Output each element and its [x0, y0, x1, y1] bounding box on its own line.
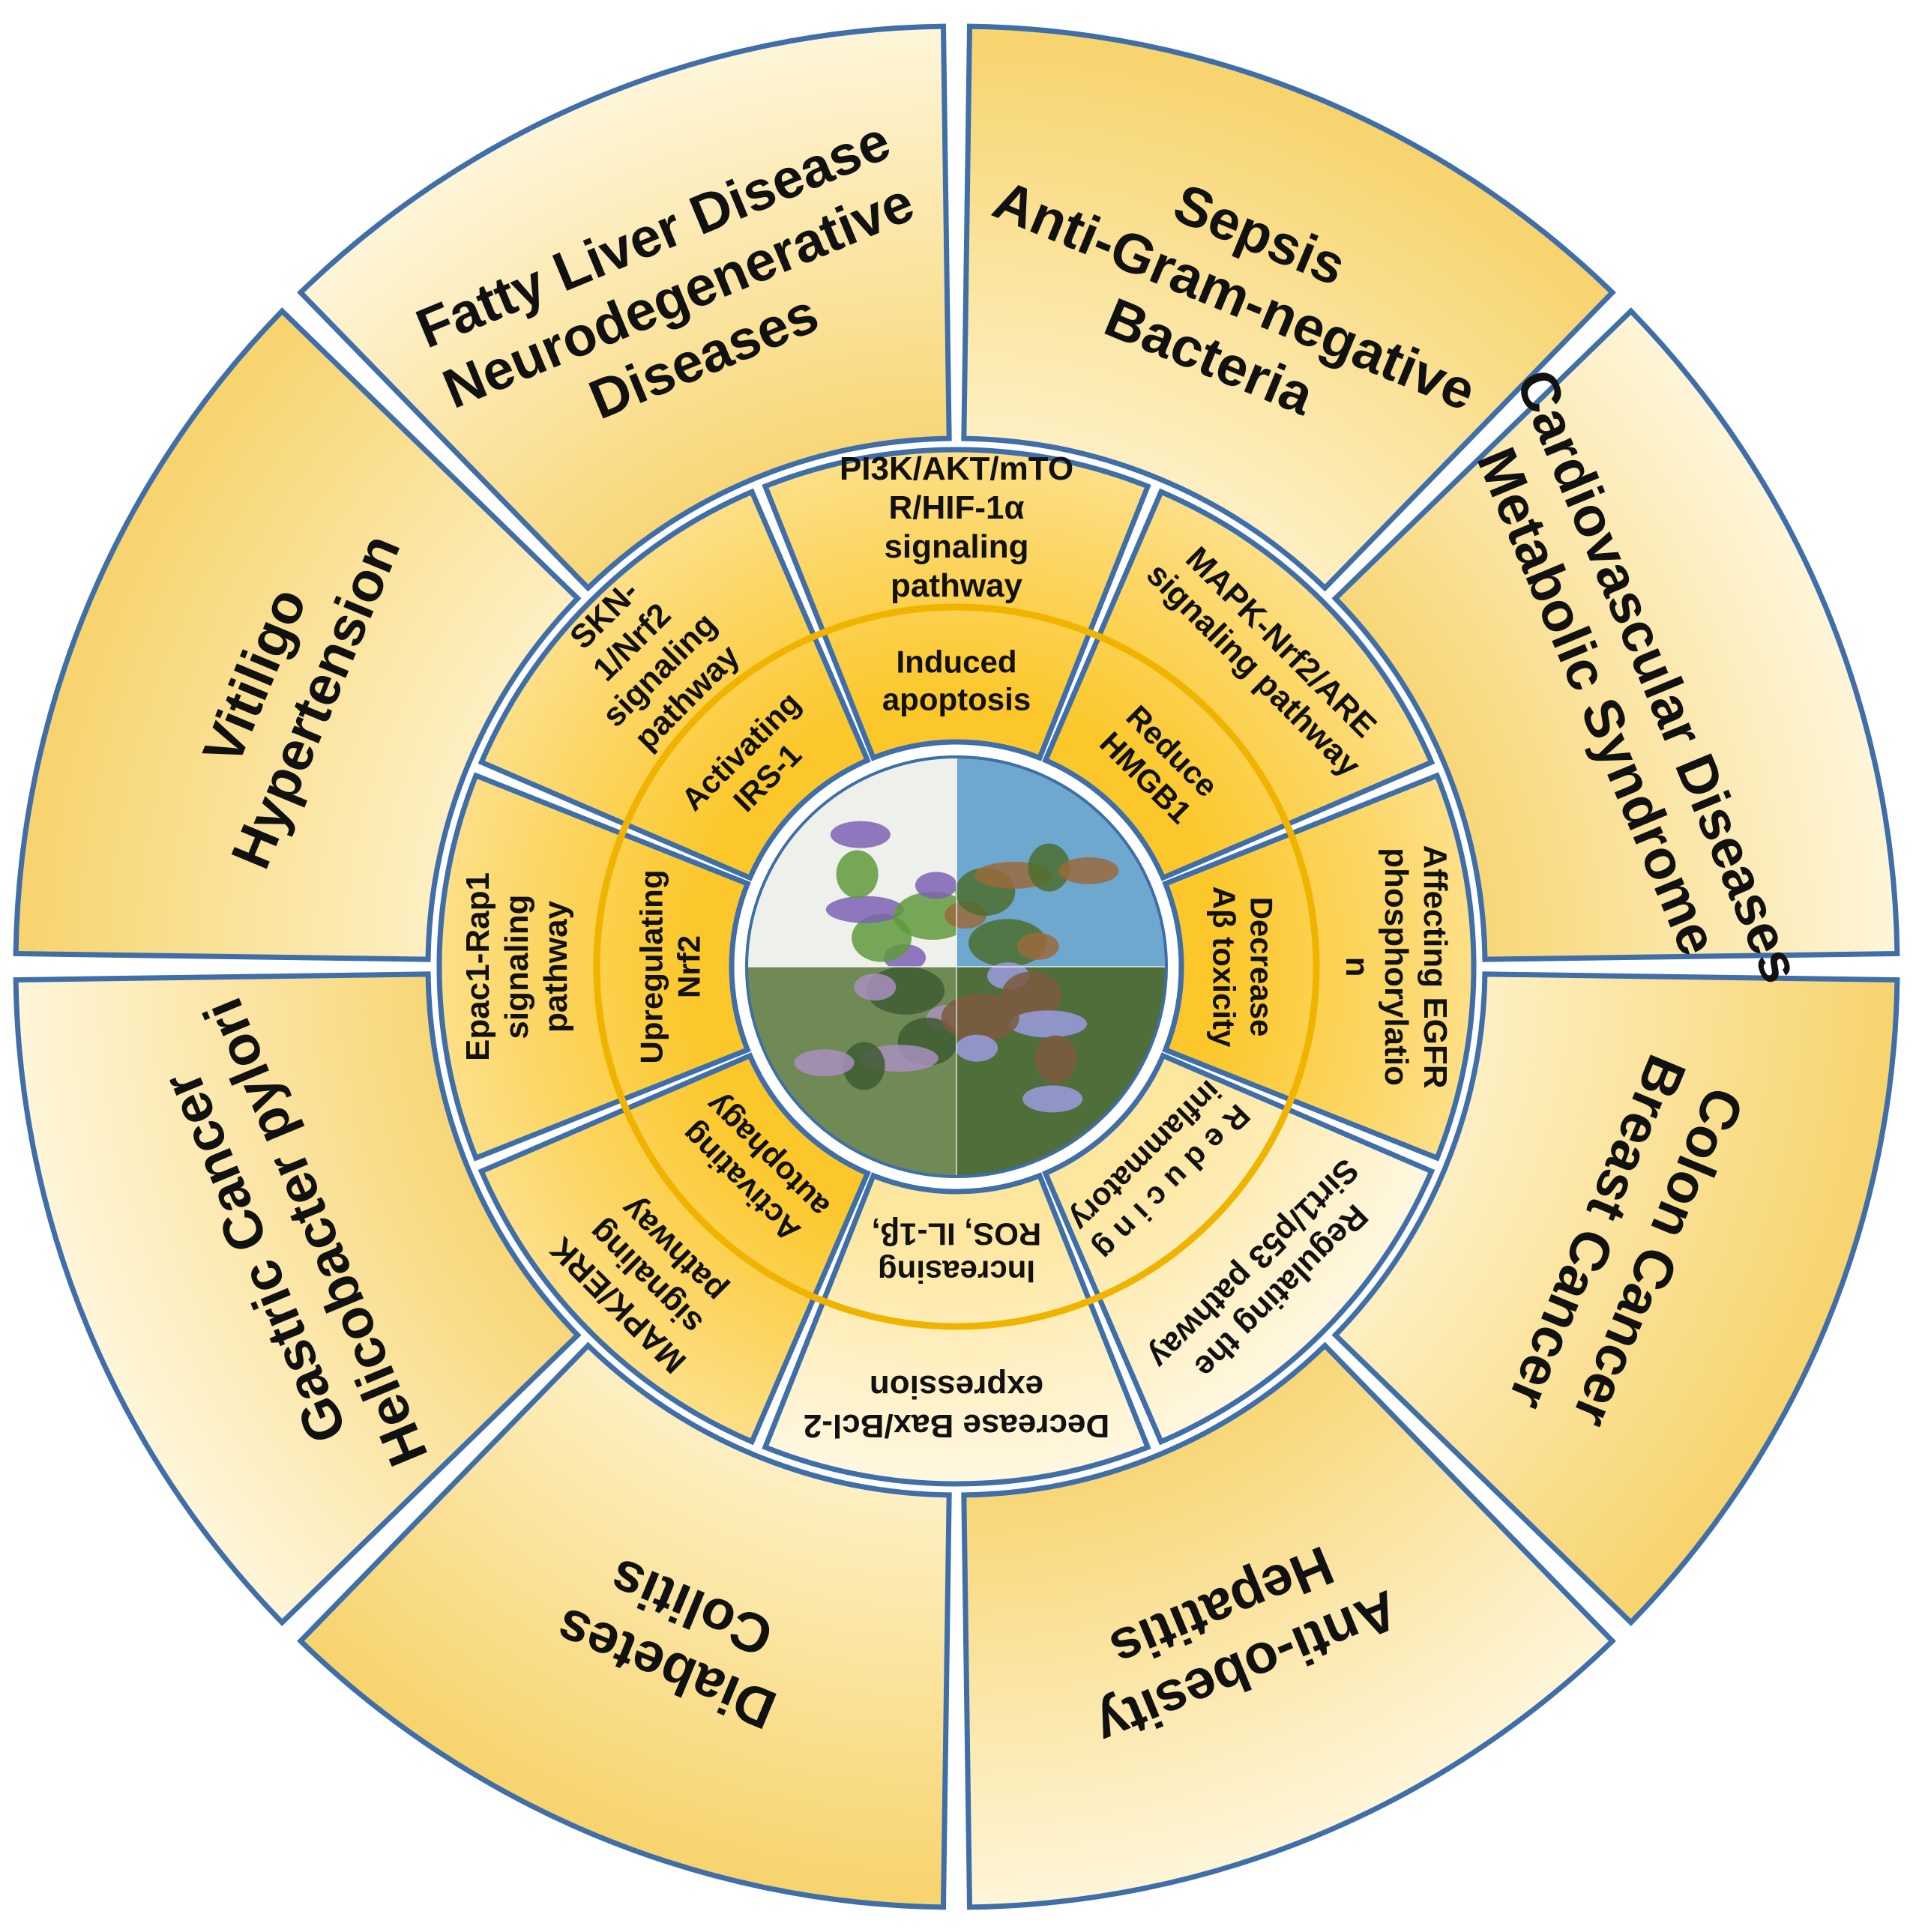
inner-label-line: Induced	[896, 644, 1016, 680]
inner-label-line: apoptosis	[882, 682, 1031, 717]
middle-label-line: n	[1339, 957, 1376, 977]
middle-label-line: signaling	[498, 894, 535, 1039]
outer-segment	[13, 307, 582, 962]
middle-label-line: Decrease Bax/Bcl-2	[804, 1407, 1109, 1444]
middle-label-line: pathway	[891, 567, 1023, 604]
passionflower-photo	[747, 757, 972, 971]
middle-label-line: PI3K/AKT/mTO	[840, 450, 1073, 487]
middle-segment	[1042, 488, 1435, 881]
inner-label-line: Upregulating	[634, 870, 669, 1064]
middle-label-line: signaling	[884, 528, 1028, 565]
middle-label-line: Epac1-Rap1	[460, 872, 496, 1061]
middle-segment	[478, 488, 871, 881]
middle-label-line: pathway	[537, 900, 574, 1033]
tamarind-photo	[945, 757, 1166, 967]
outer-segment	[961, 23, 1616, 592]
inner-label-line: ROS, IL-1β,	[872, 1217, 1041, 1252]
middle-segment	[1042, 1052, 1435, 1446]
gold-ring-line	[593, 603, 1320, 1330]
outer-ring	[13, 23, 1900, 1910]
center-photos	[747, 757, 1166, 1177]
outer-segment	[297, 1341, 952, 1910]
middle-label-line: Affecting EGFR	[1417, 845, 1453, 1088]
outer-segment	[297, 23, 952, 592]
inner-label-line: Decrease	[1244, 897, 1280, 1037]
middle-segment	[478, 1052, 871, 1446]
middle-label-line: expression	[870, 1368, 1043, 1405]
blue-flower-photo	[941, 962, 1166, 1177]
inner-label-line: Increasing	[878, 1255, 1035, 1290]
inner-label-line: Aβ toxicity	[1207, 887, 1242, 1048]
outer-segment	[13, 971, 582, 1626]
middle-label-line: phosphorylatio	[1378, 848, 1415, 1086]
center-border	[745, 755, 1168, 1178]
outer-segment	[1331, 307, 1900, 962]
inner-label-line: Nrf2	[672, 935, 707, 998]
outer-segment	[961, 1341, 1616, 1910]
outer-segment	[1331, 971, 1900, 1626]
middle-label-line: R/HIF-1α	[888, 489, 1024, 526]
